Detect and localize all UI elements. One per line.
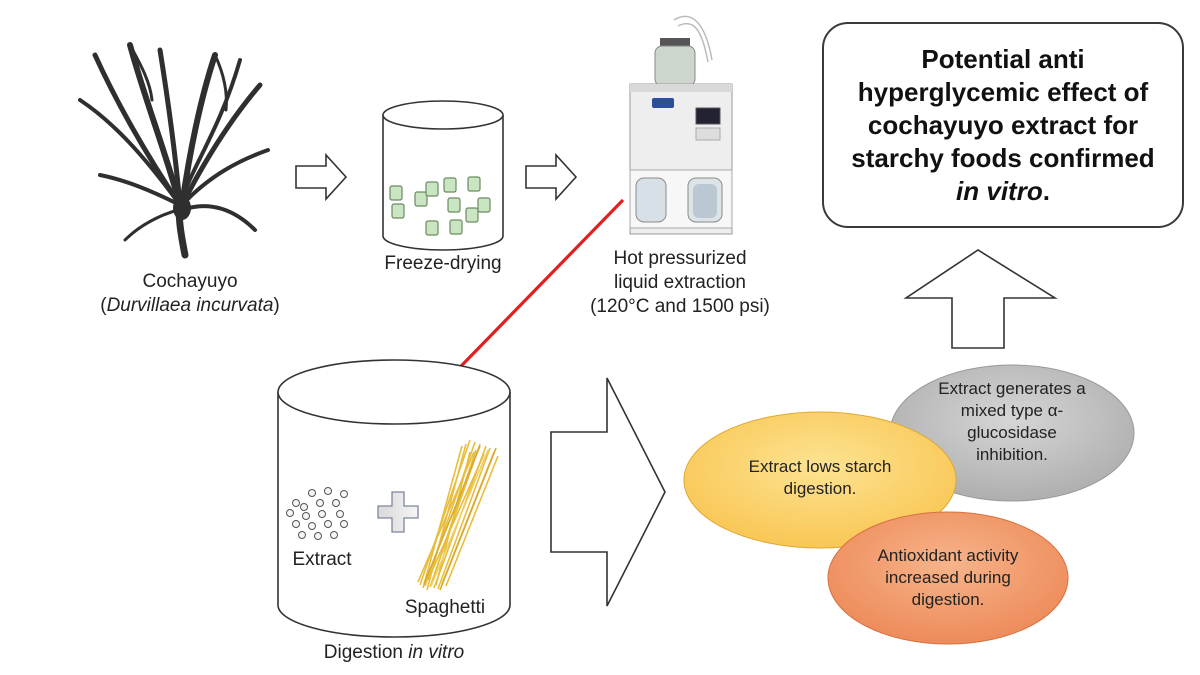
cochayuyo-species-line: (Durvillaea incurvata) xyxy=(100,295,280,316)
freeze-dried-pieces xyxy=(389,176,491,236)
plus-icon xyxy=(377,491,419,533)
arrow-large-right xyxy=(550,377,666,607)
result-box: Potential anti hyperglycemic effect of c… xyxy=(822,22,1184,228)
label-spaghetti: Spaghetti xyxy=(404,597,486,618)
arrow-right-1 xyxy=(295,152,348,202)
finding-text-gray: Extract generates a mixed type α-glucosi… xyxy=(938,379,1086,464)
finding-ellipse-orange xyxy=(827,511,1069,645)
spaghetti-illustration xyxy=(417,439,499,591)
extraction-machine xyxy=(629,15,733,235)
result-text: Potential anti hyperglycemic effect of c… xyxy=(851,43,1155,206)
finding-ellipse-yellow xyxy=(683,411,957,549)
arrow-large-up xyxy=(903,249,1058,349)
freeze-drying-jar xyxy=(382,100,504,251)
finding-text-orange: Antioxidant activity increased during di… xyxy=(877,546,1019,609)
label-digestion: Digestion in vitro xyxy=(323,642,465,663)
extract-particles xyxy=(286,487,348,540)
label-extraction: Hot pressurized liquid extraction (120°C… xyxy=(590,248,770,317)
arrow-right-2 xyxy=(525,152,578,202)
cochayuyo-species: Durvillaea incurvata xyxy=(106,295,274,316)
cochayuyo-name: Cochayuyo xyxy=(142,271,238,292)
label-extract: Extract xyxy=(292,549,352,570)
finding-text-yellow: Extract lows starch digestion. xyxy=(748,457,892,498)
label-freeze-drying: Freeze-drying xyxy=(384,253,502,274)
seaweed-illustration xyxy=(78,42,270,259)
label-cochayuyo: Cochayuyo (Durvillaea incurvata) xyxy=(100,270,280,318)
